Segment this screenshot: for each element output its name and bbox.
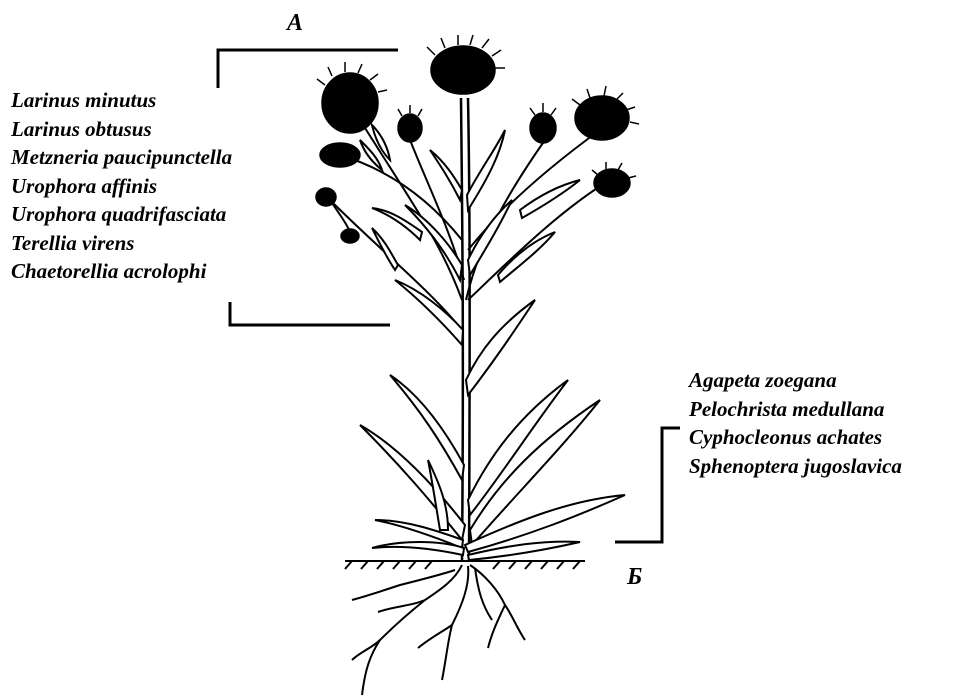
flower-head-right	[575, 96, 629, 140]
list-item: Pelochrista medullana	[689, 395, 902, 424]
flower-head-right-lower	[594, 169, 630, 197]
list-item: Larinus minutus	[11, 86, 232, 115]
list-item: Sphenoptera jugoslavica	[689, 452, 902, 481]
flower-head-small-left	[398, 114, 422, 142]
flower-head-bud	[316, 188, 336, 206]
list-item: Metzneria paucipunctella	[11, 143, 232, 172]
group-a-species-list: Larinus minutus Larinus obtusus Metzneri…	[11, 86, 232, 286]
flower-head-mid-right	[530, 113, 556, 143]
roots	[352, 565, 525, 695]
list-item: Agapeta zoegana	[689, 366, 902, 395]
list-item: Urophora affinis	[11, 172, 232, 201]
flower-head-mid-left	[320, 143, 360, 167]
label-a: A	[287, 10, 303, 37]
list-item: Urophora quadrifasciata	[11, 200, 232, 229]
flower-head-bud-2	[341, 229, 359, 243]
ground-line	[345, 561, 585, 569]
list-item: Chaetorellia acrolophi	[11, 257, 232, 286]
flower-head-top	[431, 46, 495, 94]
list-item: Cyphocleonus achates	[689, 423, 902, 452]
list-item: Larinus obtusus	[11, 115, 232, 144]
leaves	[360, 125, 625, 560]
list-item: Terellia virens	[11, 229, 232, 258]
bracket-b	[615, 428, 680, 542]
flower-head-left	[322, 73, 378, 133]
group-b-species-list: Agapeta zoegana Pelochrista medullana Cy…	[689, 366, 902, 480]
label-b: Б	[627, 564, 642, 591]
